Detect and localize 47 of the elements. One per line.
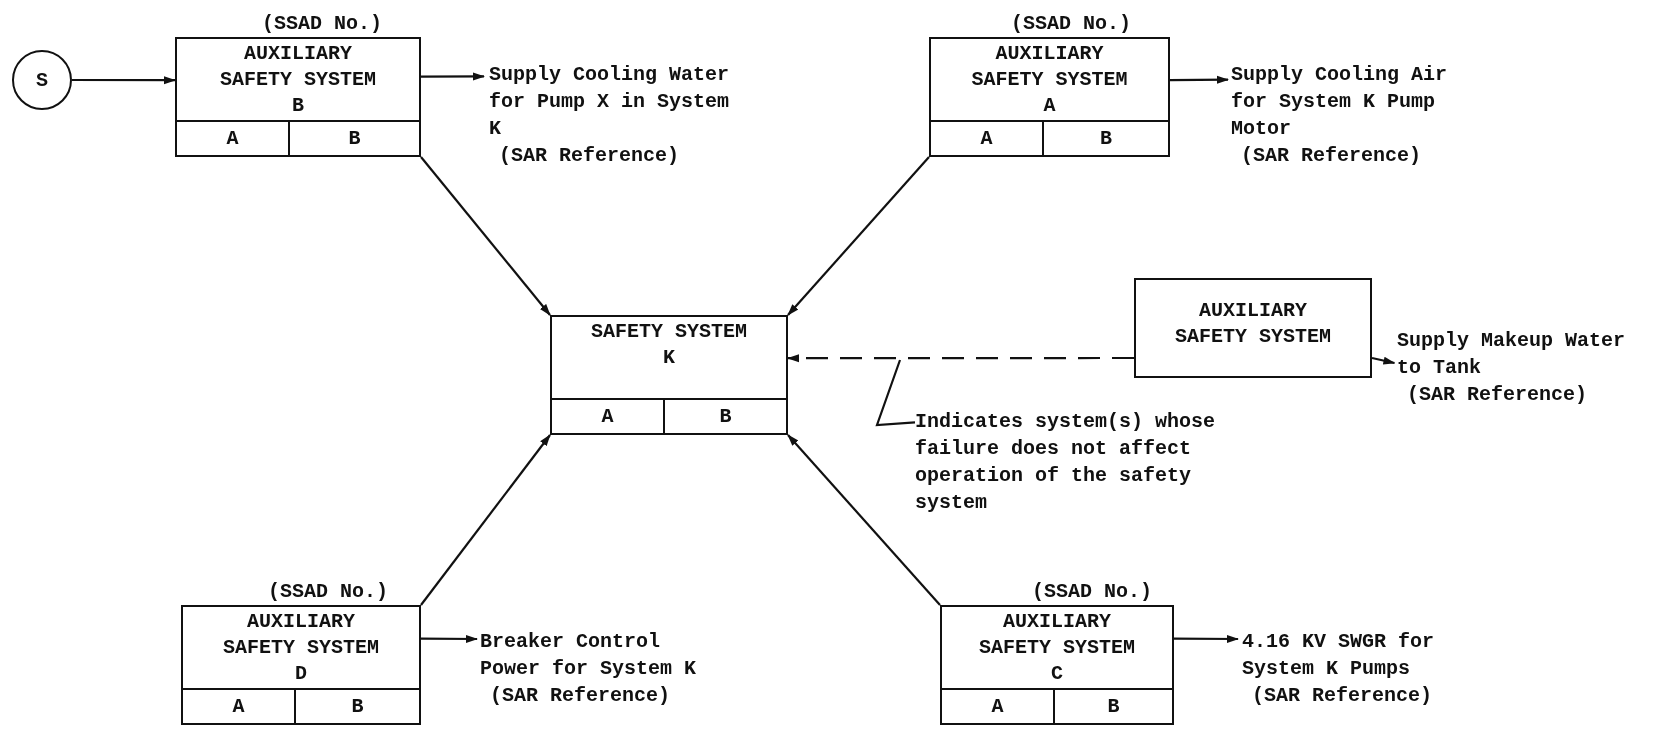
- arrow: [1174, 634, 1239, 643]
- arrow: [787, 156, 930, 316]
- arrow: [420, 434, 551, 606]
- box-label: AUXILIARY SAFETY SYSTEM B: [219, 41, 377, 119]
- box-label: AUXILIARY SAFETY SYSTEM: [1174, 298, 1332, 350]
- cell-label: B: [719, 405, 732, 428]
- system-box: [1134, 278, 1372, 378]
- box-label: AUXILIARY SAFETY SYSTEM A: [970, 41, 1129, 119]
- box-heading: (SSAD No.): [268, 581, 389, 603]
- description-text: Indicates system(s) whose failure does not affect operation of the safety system: [915, 409, 1217, 516]
- box-heading: (SSAD No.): [1032, 581, 1153, 603]
- cell-label: A: [991, 695, 1004, 718]
- reference-text: (SAR Reference): [498, 143, 680, 169]
- start-circle: [12, 50, 72, 110]
- box-label: AUXILIARY SAFETY SYSTEM C: [978, 609, 1136, 687]
- box-label: SAFETY SYSTEM K: [590, 319, 748, 371]
- arrow: [72, 76, 176, 85]
- reference-text: (SAR Reference): [1251, 683, 1433, 709]
- cell-label: A: [980, 127, 993, 150]
- cell-label: A: [232, 695, 245, 718]
- arrow: [1170, 75, 1229, 84]
- description-text: Supply Makeup Water to Tank: [1397, 328, 1627, 381]
- cell-label: B: [1107, 695, 1120, 718]
- cell-label: B: [348, 127, 361, 150]
- cell-label: A: [601, 405, 614, 428]
- arrow: [421, 634, 478, 643]
- cell-label: A: [226, 127, 239, 150]
- arrow: [787, 434, 941, 606]
- description-text: 4.16 KV SWGR for System K Pumps: [1242, 629, 1436, 682]
- box-label: AUXILIARY SAFETY SYSTEM D: [222, 609, 380, 687]
- cell-label: B: [1100, 127, 1112, 150]
- dashed-arrow: [787, 354, 1134, 363]
- reference-text: (SAR Reference): [1240, 143, 1422, 169]
- arrow: [1371, 356, 1396, 365]
- description-text: Supply Cooling Air for System K Pump Motor: [1231, 62, 1449, 142]
- arrow: [420, 156, 551, 316]
- box-heading: (SSAD No.): [1011, 13, 1132, 35]
- leader-line: [875, 359, 916, 427]
- box-heading: (SSAD No.): [262, 13, 383, 35]
- description-text: Supply Cooling Water for Pump X in System K: [489, 62, 731, 142]
- system-box: [550, 315, 788, 435]
- description-text: Breaker Control Power for System K: [480, 629, 698, 682]
- circle-label: S: [36, 68, 48, 92]
- reference-text: (SAR Reference): [489, 683, 671, 709]
- arrow: [421, 72, 485, 81]
- cell-label: B: [351, 695, 364, 718]
- reference-text: (SAR Reference): [1406, 382, 1588, 408]
